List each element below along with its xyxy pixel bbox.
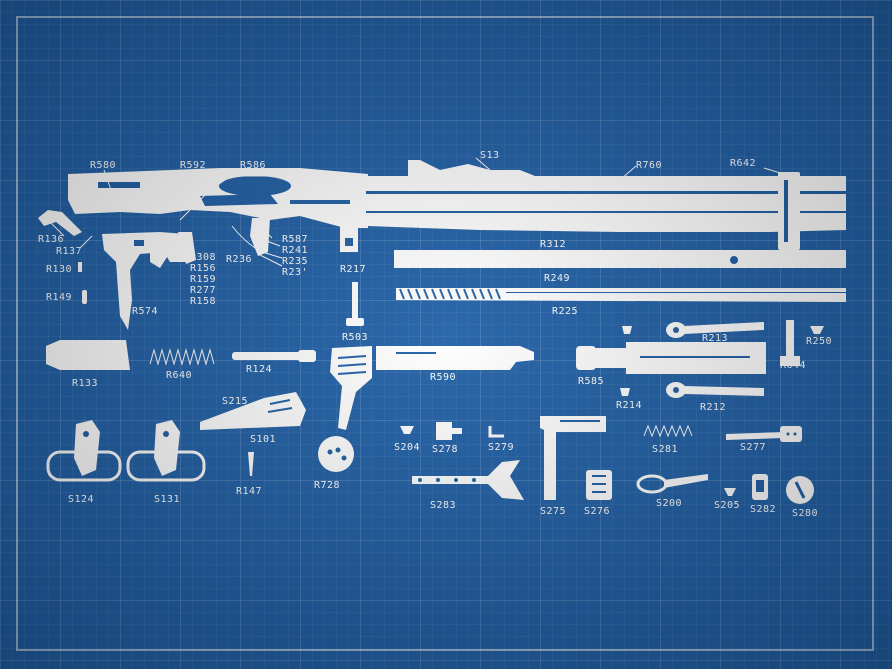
barrel-r760 [366, 160, 846, 250]
sling-swivel-s131 [126, 420, 206, 482]
label-r213: R213 [702, 333, 728, 344]
label-r241: R241 [282, 245, 308, 256]
label-r580: R580 [90, 160, 116, 171]
screw-s204 [400, 426, 414, 434]
label-s278: S278 [432, 444, 458, 455]
trigger-group [38, 210, 196, 330]
label-r590: R590 [430, 372, 456, 383]
spring-r640 [149, 348, 215, 366]
label-s131: S131 [154, 494, 180, 505]
label-r158: R158 [190, 296, 216, 307]
label-r574: R574 [132, 306, 158, 317]
clip-s279 [488, 426, 504, 438]
tube-r585 [576, 342, 766, 374]
receiver-assembly [68, 167, 368, 228]
label-r137: R137 [56, 246, 82, 257]
label-r728: R728 [314, 480, 340, 491]
label-s281: S281 [652, 444, 678, 455]
label-r130: R130 [46, 264, 72, 275]
label-s282: S282 [750, 504, 776, 515]
label-s13: S13 [480, 150, 500, 161]
part-s276 [586, 470, 612, 500]
disc-s280 [786, 476, 814, 504]
label-s280: S280 [792, 508, 818, 519]
part-s215 [200, 392, 306, 430]
label-s276: S276 [584, 506, 610, 517]
label-r133: R133 [72, 378, 98, 389]
label-r249: R249 [544, 273, 570, 284]
part-s277 [726, 426, 802, 442]
label-r236: R236 [226, 254, 252, 265]
part-r644-r250 [780, 320, 824, 366]
spring-s281 [643, 424, 693, 438]
label-r225: R225 [552, 306, 578, 317]
slide-r590 [376, 346, 534, 370]
part-r212-r214 [620, 382, 764, 398]
part-s282 [752, 474, 768, 500]
label-s204: S204 [394, 442, 420, 453]
part-r503 [346, 282, 364, 326]
label-s277: S277 [740, 442, 766, 453]
part-s275 [540, 416, 606, 500]
operating-rod-r728 [318, 346, 372, 472]
label-r159: R159 [190, 274, 216, 285]
label-s205: S205 [714, 500, 740, 511]
label-s279: S279 [488, 442, 514, 453]
label-r586: R586 [240, 160, 266, 171]
label-r235: R235 [282, 256, 308, 267]
rod-r312 [394, 250, 846, 268]
label-r308: R308 [190, 252, 216, 263]
label-r212: R212 [700, 402, 726, 413]
label-r312: R312 [540, 239, 566, 250]
label-r277: R277 [190, 285, 216, 296]
label-r644: R644 [780, 360, 806, 371]
receiver-front-parts [231, 210, 358, 256]
part-r133 [46, 340, 130, 370]
sling-swivel-s124 [46, 420, 122, 482]
label-r124: R124 [246, 364, 272, 375]
label-r237: R23' [282, 267, 308, 278]
label-r640: R640 [166, 370, 192, 381]
label-s275: S275 [540, 506, 566, 517]
label-r642: R642 [730, 158, 756, 169]
rod-r249-r225 [396, 288, 846, 302]
label-r760: R760 [636, 160, 662, 171]
label-r156: R156 [190, 263, 216, 274]
part-s278 [436, 422, 462, 440]
label-r503: R503 [342, 332, 368, 343]
blueprint-border [16, 16, 874, 651]
label-r149: R149 [46, 292, 72, 303]
plate-s283 [412, 460, 524, 500]
label-s283: S283 [430, 500, 456, 511]
label-r585: R585 [578, 376, 604, 387]
label-s101: S101 [250, 434, 276, 445]
screw-s205 [724, 488, 736, 496]
part-s200 [636, 474, 708, 494]
pin-r147 [248, 452, 254, 476]
label-r136: R136 [38, 234, 64, 245]
part-labels: R580 R592 R586 S13 R760 R642 R136 R137 R… [38, 150, 832, 519]
label-r587: R587 [282, 234, 308, 245]
label-s200: S200 [656, 498, 682, 509]
label-r147: R147 [236, 486, 262, 497]
label-r214: R214 [616, 400, 642, 411]
leader-lines [47, 157, 791, 267]
label-r250: R250 [806, 336, 832, 347]
label-r592: R592 [180, 160, 206, 171]
label-r217: R217 [340, 264, 366, 275]
label-s124: S124 [68, 494, 94, 505]
label-s215: S215 [222, 396, 248, 407]
part-r213 [622, 322, 764, 338]
pin-r124 [232, 350, 316, 362]
